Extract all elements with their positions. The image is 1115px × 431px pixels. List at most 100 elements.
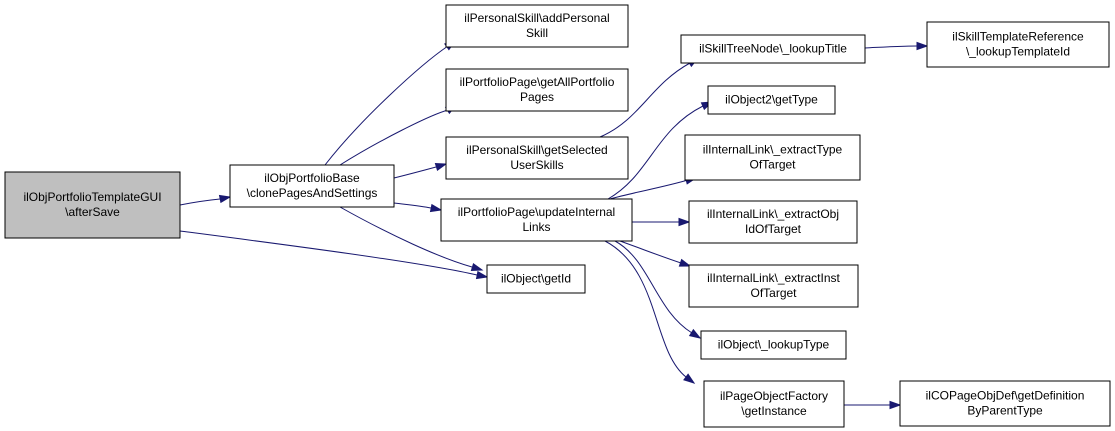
node-label: ilObjPortfolioTemplateGUI xyxy=(23,190,161,204)
call-edge xyxy=(179,194,232,206)
node-label: ByParentType xyxy=(967,404,1043,418)
edge-line xyxy=(604,240,687,378)
node-box xyxy=(703,380,845,428)
edge-line xyxy=(607,105,704,200)
node-box xyxy=(688,264,859,308)
function-node-root[interactable]: ilObjPortfolioTemplateGUI\afterSave xyxy=(4,171,181,239)
node-label: Pages xyxy=(520,90,554,104)
node-label: ilPortfolioPage\getAllPortfolio xyxy=(460,75,615,89)
node-box xyxy=(445,136,629,180)
node-label: ilPersonalSkill\getSelected xyxy=(466,143,607,157)
node-label: UserSkills xyxy=(510,158,563,172)
call-edge xyxy=(844,400,902,410)
function-node-templateref[interactable]: ilSkillTemplateReference\_lookupTemplate… xyxy=(926,21,1110,68)
node-label: ilObject2\getType xyxy=(725,93,818,107)
edge-arrowhead xyxy=(916,41,929,51)
node-box xyxy=(680,34,866,64)
node-box xyxy=(684,134,861,181)
node-label: ilSkillTemplateReference xyxy=(952,30,1084,44)
edge-line xyxy=(179,198,221,206)
node-label: IdOfTarget xyxy=(745,222,802,236)
edge-arrowhead xyxy=(429,203,443,213)
edge-line xyxy=(393,166,437,179)
edge-line xyxy=(179,230,478,276)
node-box xyxy=(707,85,836,115)
edge-line xyxy=(393,202,432,209)
node-label: Links xyxy=(522,220,550,234)
function-node-gettype[interactable]: ilObject2\getType xyxy=(707,85,836,115)
node-label: ilInternalLink\_extractType xyxy=(703,143,843,157)
edge-line xyxy=(339,206,473,268)
edge-line xyxy=(324,45,449,166)
edge-arrowhead xyxy=(475,270,489,280)
node-box xyxy=(440,198,633,242)
node-label: Skill xyxy=(526,26,548,40)
node-label: ilPortfolioPage\updateInternal xyxy=(458,205,615,219)
edge-line xyxy=(619,240,682,264)
edge-arrowhead xyxy=(470,262,484,272)
call-edge xyxy=(604,240,696,384)
function-node-clone[interactable]: ilObjPortfolioBase\clonePagesAndSettings xyxy=(229,164,395,208)
edge-line xyxy=(614,240,693,334)
edge-line xyxy=(864,45,918,49)
node-label: OfTarget xyxy=(749,158,796,172)
node-label: ilObject\_lookupType xyxy=(718,338,830,352)
node-label: ilObject\getId xyxy=(501,272,571,286)
edge-arrowhead xyxy=(434,162,448,172)
node-label: ilCOPageObjDef\getDefinition xyxy=(926,389,1085,403)
node-label: ilSkillTreeNode\_lookupTitle xyxy=(699,42,847,56)
call-edge xyxy=(324,40,457,166)
node-box xyxy=(445,4,629,48)
node-box xyxy=(486,264,586,294)
function-node-getid[interactable]: ilObject\getId xyxy=(486,264,586,294)
node-box xyxy=(899,380,1111,427)
node-label: \_lookupTemplateId xyxy=(966,45,1070,59)
node-label: \clonePagesAndSettings xyxy=(247,186,378,200)
function-node-lookuptype[interactable]: ilObject\_lookupType xyxy=(700,330,847,360)
call-edge xyxy=(179,230,489,280)
node-label: ilInternalLink\_extractInst xyxy=(707,271,840,285)
node-box xyxy=(229,164,395,208)
node-label: ilInternalLink\_extractObj xyxy=(707,207,839,221)
node-box xyxy=(688,200,858,244)
call-edge xyxy=(339,206,484,272)
edge-arrowhead xyxy=(683,373,696,384)
function-node-factory[interactable]: ilPageObjectFactory\getInstance xyxy=(703,380,845,428)
call-edge xyxy=(632,217,691,227)
node-box xyxy=(700,330,847,360)
node-label: ilObjPortfolioBase xyxy=(264,171,360,185)
call-graph-nodes: ilObjPortfolioTemplateGUI\afterSaveilObj… xyxy=(4,4,1111,428)
node-label: ilPersonalSkill\addPersonal xyxy=(464,11,609,25)
node-label: \afterSave xyxy=(65,205,120,219)
call-edge xyxy=(393,162,448,179)
edge-arrowhead xyxy=(889,400,902,410)
call-edge xyxy=(614,240,702,339)
call-edge xyxy=(393,202,443,213)
call-edge xyxy=(339,104,458,166)
edge-arrowhead xyxy=(688,328,702,339)
call-edge xyxy=(864,41,929,51)
call-edge xyxy=(619,240,692,267)
node-label: \getInstance xyxy=(741,404,807,418)
function-node-lookuptitle[interactable]: ilSkillTreeNode\_lookupTitle xyxy=(680,34,866,64)
node-box xyxy=(926,21,1110,68)
node-label: ilPageObjectFactory xyxy=(720,389,828,403)
edge-arrowhead xyxy=(678,217,691,227)
edge-line xyxy=(609,179,689,200)
edge-arrowhead xyxy=(678,258,692,267)
edge-line xyxy=(599,62,691,138)
edge-line xyxy=(339,109,449,166)
edge-arrowhead xyxy=(218,194,232,204)
node-box xyxy=(445,68,629,112)
node-label: OfTarget xyxy=(750,286,797,300)
node-box xyxy=(4,171,181,239)
